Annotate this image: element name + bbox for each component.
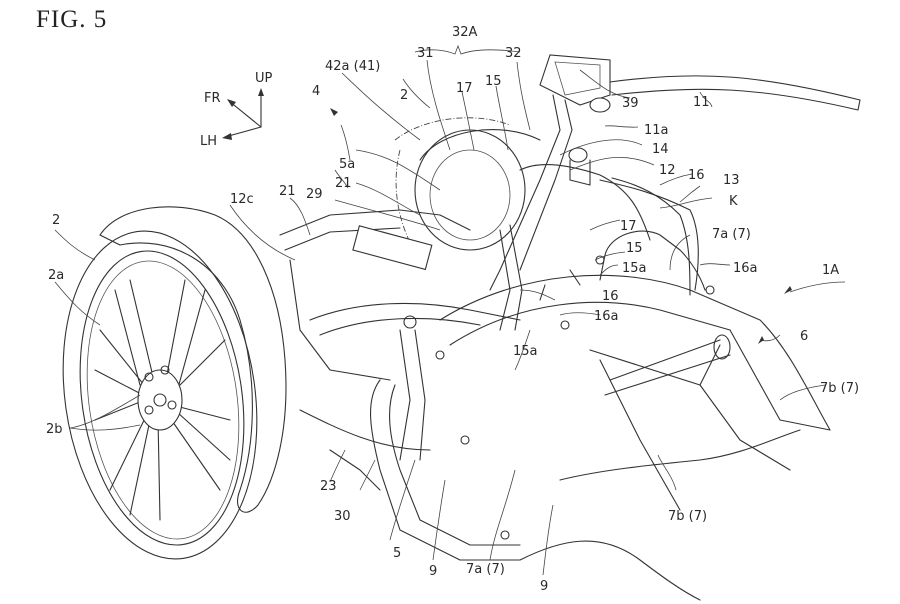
ref-15-mid: 15 — [626, 241, 643, 256]
ref-2b: 2b — [46, 422, 63, 437]
ref-11: 11 — [693, 95, 710, 110]
reference-numerals: 32A 31 32 42a (41) 4 2 17 15 39 11 11a 1… — [46, 25, 859, 594]
ref-1A: 1A — [822, 263, 839, 278]
wheel-spokes — [94, 279, 231, 521]
wheel-hub — [137, 369, 183, 431]
fender — [99, 206, 287, 513]
ref-21-right: 21 — [335, 176, 352, 191]
ref-7a-top: 7a (7) — [712, 227, 751, 242]
lug-nut — [160, 365, 170, 375]
steering-assembly — [489, 54, 861, 331]
ref-6-arrow-icon — [758, 336, 764, 344]
ref-2-wheel: 2 — [52, 213, 60, 228]
ref-4-arrow-icon — [330, 108, 338, 116]
ref-6: 6 — [800, 329, 808, 344]
suspension — [279, 209, 715, 561]
tire-outer — [62, 230, 258, 560]
axis-left-label: LH — [200, 134, 217, 149]
leader-lines — [54, 44, 846, 576]
ref-32: 32 — [505, 46, 522, 61]
ref-12c: 12c — [230, 192, 254, 207]
ref-16a-right: 16a — [733, 261, 758, 276]
ref-16-mid: 16 — [602, 289, 619, 304]
ref-K: K — [729, 194, 738, 209]
ref-15-top: 15 — [485, 74, 502, 89]
ref-4: 4 — [312, 84, 320, 99]
lug-nut — [144, 372, 154, 382]
ref-30: 30 — [334, 509, 351, 524]
ref-2-top: 2 — [400, 88, 408, 103]
figure-title: FIG. 5 — [36, 6, 108, 33]
up-arrowhead-icon — [258, 88, 264, 96]
front-arrow — [228, 100, 262, 128]
ref-14: 14 — [652, 142, 669, 157]
ref-31: 31 — [417, 46, 434, 61]
ref-9-left: 9 — [429, 564, 437, 579]
meter-display — [539, 54, 611, 106]
ref-39: 39 — [622, 96, 639, 111]
ref-5a: 5a — [339, 157, 355, 172]
ref-2a: 2a — [48, 268, 64, 283]
axis-up-label: UP — [255, 71, 273, 86]
ref-23: 23 — [320, 479, 337, 494]
axis-front-label: FR — [204, 91, 221, 106]
hub-center — [153, 393, 167, 407]
ref-15a-center: 15a — [513, 344, 538, 359]
ref-13: 13 — [723, 173, 740, 188]
ref-1A-arrow-icon — [784, 286, 792, 294]
ref-16a-mid: 16a — [594, 309, 619, 324]
ref-17-top: 17 — [456, 81, 473, 96]
engine-phantom — [394, 117, 541, 261]
ref-7b-right: 7b (7) — [820, 381, 859, 396]
ref-11a: 11a — [644, 123, 669, 138]
ref-16-top: 16 — [688, 168, 705, 183]
handlebar — [609, 75, 861, 111]
ref-17-mid: 17 — [620, 219, 637, 234]
ref-12: 12 — [659, 163, 676, 178]
lug-nut — [167, 400, 177, 410]
lug-nut — [144, 405, 154, 415]
ref-29: 29 — [306, 187, 323, 202]
ref-7a-bottom: 7a (7) — [466, 562, 505, 577]
ref-9-right: 9 — [540, 579, 548, 594]
ref-5: 5 — [393, 546, 401, 561]
front-wheel-assembly — [62, 206, 287, 560]
ref-32A: 32A — [452, 25, 478, 40]
ref-42a: 42a (41) — [325, 59, 380, 74]
front-arrowhead-icon — [227, 99, 236, 107]
rim-inner — [86, 260, 240, 540]
ref-21-left: 21 — [279, 184, 296, 199]
left-arrowhead-icon — [222, 133, 232, 140]
rim — [79, 250, 245, 546]
ref-15a-right: 15a — [622, 261, 647, 276]
orientation-axes: UP FR LH — [200, 71, 273, 149]
ref-7b-bottom: 7b (7) — [668, 509, 707, 524]
